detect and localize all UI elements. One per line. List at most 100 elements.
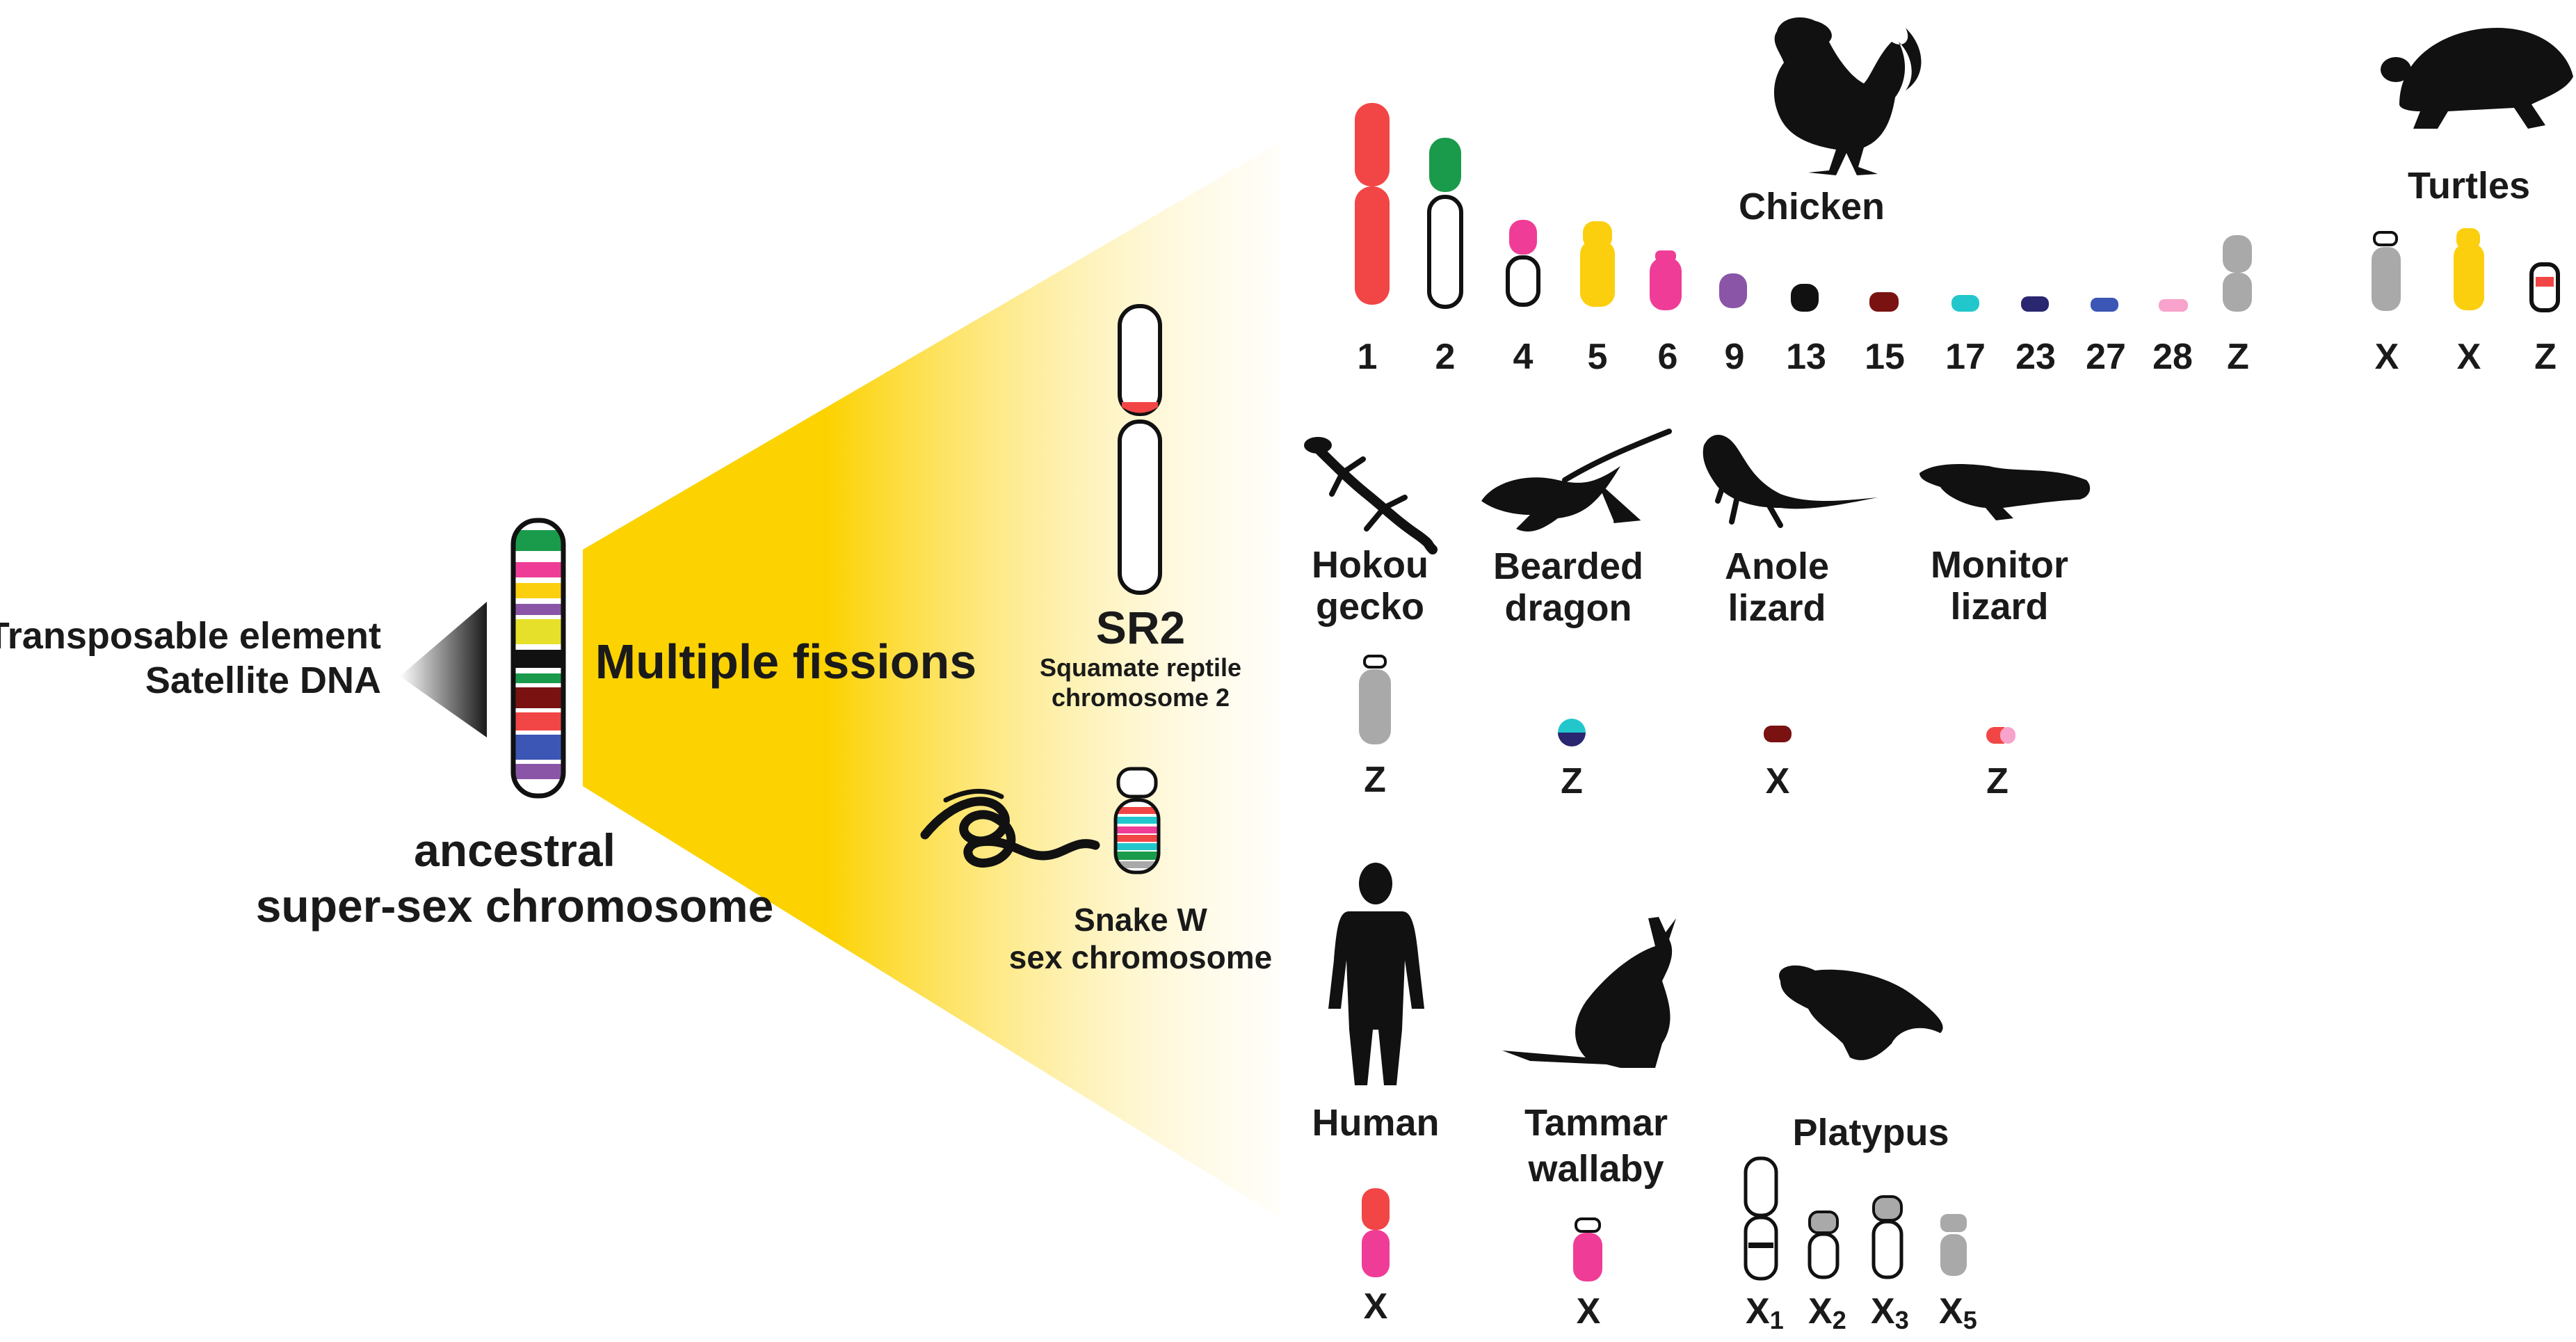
chicken-chr-z	[2223, 235, 2252, 312]
snake-sex-chromosome-label: sex chromosome	[1009, 939, 1272, 975]
platypus-chr-x1	[1744, 1156, 1778, 1281]
transposable-element-label: Transposable element	[0, 615, 381, 657]
chicken-num-2: 2	[1435, 337, 1456, 377]
turtle-num-z: Z	[2534, 337, 2557, 377]
chicken-num-5: 5	[1588, 337, 1608, 377]
dragon-chr-z	[1558, 719, 1586, 746]
chicken-num-1: 1	[1358, 337, 1378, 377]
gecko-label-2: gecko	[1316, 586, 1424, 628]
sr2-chromosome	[1118, 304, 1162, 595]
chicken-chr-28	[2159, 299, 2188, 312]
platypus-x3-label: X3	[1871, 1291, 1909, 1334]
human-chr-x	[1362, 1188, 1390, 1277]
anole-label-1: Anole	[1725, 545, 1829, 587]
platypus-x1-sub: 1	[1770, 1306, 1784, 1334]
sr2-subtitle-2: chromosome 2	[1052, 683, 1230, 712]
chicken-num-15: 15	[1865, 337, 1905, 377]
platypus-chr-x5	[1940, 1214, 1967, 1276]
chicken-chr-27	[2091, 298, 2118, 312]
repeat-triangle	[400, 602, 487, 737]
monitor-label-1: Monitor	[1931, 544, 2068, 586]
anole-chr-label: X	[1766, 761, 1790, 801]
fission-fan	[583, 143, 1280, 1217]
platypus-x1-letter: X	[1746, 1291, 1770, 1332]
sr2-title: SR2	[1096, 602, 1185, 653]
bearded-label-2: dragon	[1505, 587, 1632, 629]
chicken-chromosomes	[1355, 103, 2252, 312]
platypus-x1-label: X1	[1746, 1291, 1784, 1334]
platypus-label: Platypus	[1792, 1112, 1949, 1153]
anole-chr-x	[1764, 726, 1792, 742]
turtle-num-x1: X	[2375, 337, 2399, 377]
super-sex-chromosome-label: super-sex chromosome	[256, 880, 774, 932]
sr2-subtitle-1: Squamate reptile	[1040, 653, 1241, 682]
chicken-chr-4	[1506, 220, 1540, 307]
anole-silhouette-icon	[1702, 435, 1878, 528]
chicken-chr-15	[1869, 292, 1899, 312]
turtle-chr-x2	[2454, 228, 2484, 310]
satellite-dna-label: Satellite DNA	[145, 660, 381, 701]
turtles-label: Turtles	[2408, 165, 2530, 207]
chicken-num-6: 6	[1658, 337, 1678, 377]
chicken-num-z: Z	[2227, 337, 2249, 377]
platypus-x2-label: X2	[1808, 1291, 1846, 1334]
turtle-chr-x1	[2372, 231, 2401, 311]
wallaby-label-2: wallaby	[1527, 1148, 1664, 1190]
chicken-chr-6	[1650, 250, 1682, 310]
bearded-dragon-silhouette-icon	[1481, 429, 1672, 532]
gecko-silhouette-icon	[1304, 437, 1438, 554]
gecko-chr-z	[1359, 655, 1391, 744]
chicken-num-13: 13	[1786, 337, 1826, 377]
gecko-label-1: Hokou	[1312, 544, 1428, 586]
dragon-chr-label: Z	[1561, 761, 1583, 801]
wallaby-label-1: Tammar	[1524, 1102, 1668, 1144]
chicken-label: Chicken	[1739, 186, 1885, 227]
chicken-chr-5	[1580, 221, 1615, 307]
gecko-chr-label: Z	[1364, 760, 1386, 800]
ancestral-chromosome	[510, 518, 566, 799]
snake-w-chromosome	[1113, 767, 1161, 874]
chicken-silhouette-icon	[1773, 17, 1922, 175]
platypus-chr-x3	[1871, 1195, 1903, 1279]
platypus-x3-sub: 3	[1895, 1306, 1909, 1334]
turtle-num-x2: X	[2457, 337, 2481, 377]
monitor-label-2: lizard	[1950, 586, 2048, 628]
chicken-num-4: 4	[1513, 337, 1533, 377]
human-silhouette-icon	[1328, 863, 1424, 1085]
chicken-chr-17	[1951, 295, 1979, 312]
monitor-chr-label: Z	[1986, 761, 2009, 801]
snake-silhouette-icon	[920, 788, 1100, 868]
platypus-x3-letter: X	[1871, 1291, 1895, 1332]
monitor-chr-z	[1986, 727, 2015, 744]
monitor-lizard-silhouette-icon	[1919, 464, 2091, 520]
platypus-chr-labels: X1 X2 X3 X5	[1746, 1291, 1977, 1334]
wallaby-silhouette-icon	[1502, 917, 1676, 1068]
ancestral-label: ancestral	[414, 824, 615, 876]
multiple-fissions-label: Multiple fissions	[595, 634, 976, 689]
snake-w-label: Snake W	[1074, 902, 1207, 938]
chicken-chr-23	[2021, 296, 2049, 312]
chicken-chromosome-numbers: 1 2 4 5 6 9 13 15 17 23 27 28 Z	[1358, 337, 2249, 377]
chicken-chr-1	[1355, 103, 1390, 305]
chicken-num-27: 27	[2086, 337, 2126, 377]
chicken-num-23: 23	[2015, 337, 2056, 377]
chicken-num-28: 28	[2152, 337, 2193, 377]
bearded-label-1: Bearded	[1493, 545, 1643, 587]
platypus-x5-letter: X	[1939, 1291, 1963, 1332]
platypus-chr-x2	[1808, 1211, 1840, 1279]
chicken-chr-13	[1791, 284, 1819, 312]
wallaby-chr-x	[1573, 1217, 1602, 1281]
platypus-x2-letter: X	[1808, 1291, 1833, 1332]
chicken-num-17: 17	[1945, 337, 1986, 377]
chicken-num-9: 9	[1725, 337, 1745, 377]
chicken-chr-9	[1719, 273, 1747, 308]
platypus-silhouette-icon	[1779, 965, 1943, 1060]
platypus-x2-sub: 2	[1833, 1306, 1846, 1334]
platypus-x5-sub: 5	[1963, 1306, 1977, 1334]
turtle-chr-z	[2529, 262, 2560, 312]
platypus-x5-label: X5	[1939, 1291, 1977, 1334]
human-chr-label: X	[1364, 1286, 1388, 1327]
chicken-chr-2	[1427, 138, 1463, 309]
